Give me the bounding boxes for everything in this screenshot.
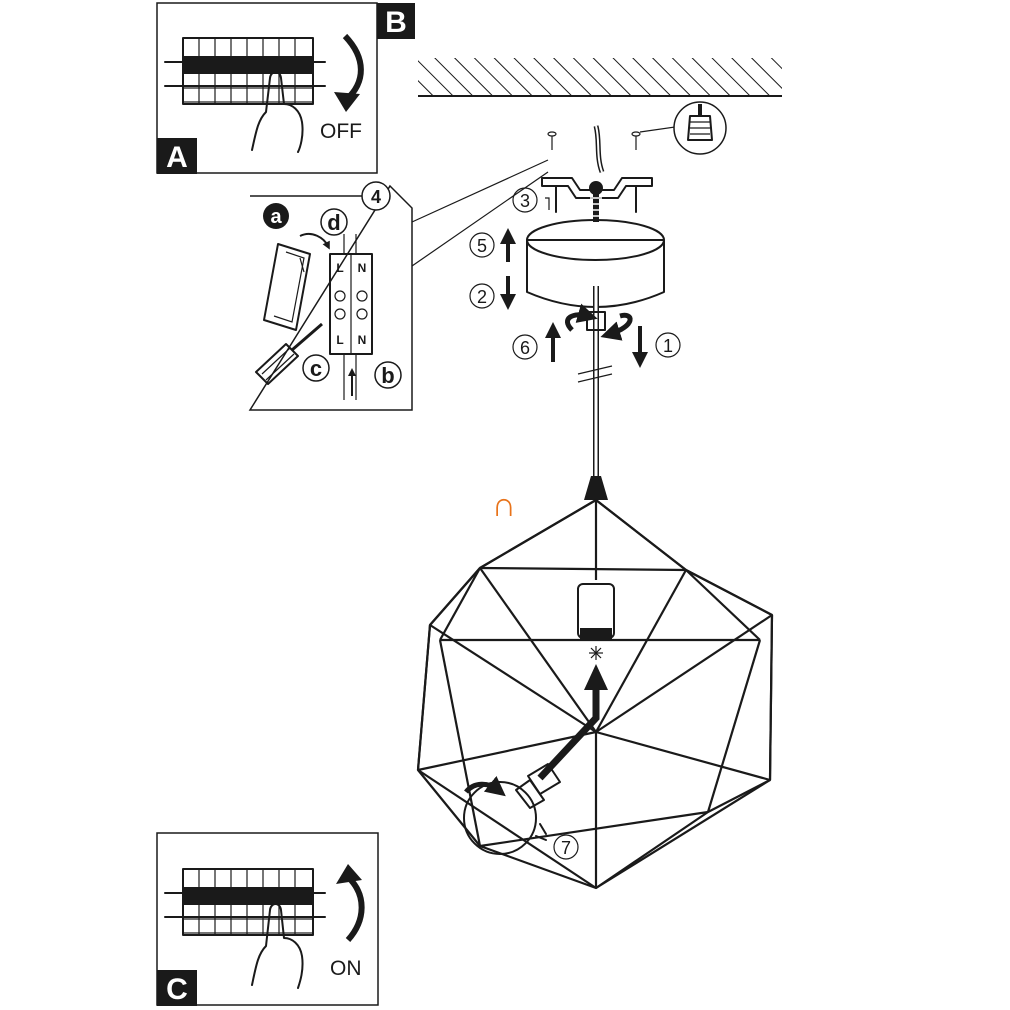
svg-text:N: N [358,333,367,347]
screwdriver [255,322,323,385]
note-symbol: ∩ [492,486,516,524]
label-c: c [302,354,330,382]
mounting-screws [547,125,683,173]
panel-b-tag [377,3,415,39]
breaker-on-panel: C ON [156,832,379,1006]
bulb-twist-arrow [464,775,506,797]
label-d: d [320,208,348,236]
wall-plug-detail [673,101,727,155]
rotate-arrows [565,303,633,341]
svg-text:N: N [358,261,367,275]
svg-text:a: a [270,206,282,228]
panel-a-tag [157,138,197,174]
hand-on [251,903,304,989]
step-4-label: 4 [371,187,381,207]
on-arrow [345,875,365,943]
svg-text:2: 2 [477,287,487,307]
breaker-rail [164,37,326,105]
panel-b-label: B [385,6,407,39]
svg-text:c: c [310,356,322,381]
off-label: OFF [320,120,362,143]
svg-text:b: b [381,363,394,388]
svg-text:7: 7 [561,838,571,858]
panel-c-label: C [166,973,188,1006]
svg-text:L: L [336,261,343,275]
hand-off [251,71,304,153]
svg-text:5: 5 [477,236,487,256]
panel-a-label: A [166,141,188,174]
svg-text:1: 1 [663,336,673,356]
ceiling [418,58,782,97]
breaker-rail-on [164,868,326,936]
svg-text:6: 6 [520,338,530,358]
step-5-marker: 5 [469,228,516,262]
svg-text:L: L [336,333,343,347]
step-3-marker: 3 [512,187,550,213]
step-6-marker: 6 [512,322,561,362]
mounting-bracket [541,177,653,222]
svg-text:d: d [327,210,340,235]
terminal-cover [263,243,311,331]
step-1-marker: 1 [632,326,681,368]
step-2-marker: 2 [469,276,516,310]
lamp-socket [577,583,615,660]
canopy [526,219,665,308]
panel-c-tag [157,970,197,1006]
insert-arrow [537,684,600,781]
svg-text:3: 3 [520,191,530,211]
on-label: ON [330,957,362,980]
wiring-detail-panel: 4 L N L N [248,159,549,411]
terminal-block: L N L N [329,234,373,400]
breaker-off-panel: B A OFF [156,2,415,174]
step-7-marker: 7 [535,823,579,860]
label-b: b [374,361,402,389]
label-a: a [263,203,289,229]
suspension-cord [577,286,613,500]
